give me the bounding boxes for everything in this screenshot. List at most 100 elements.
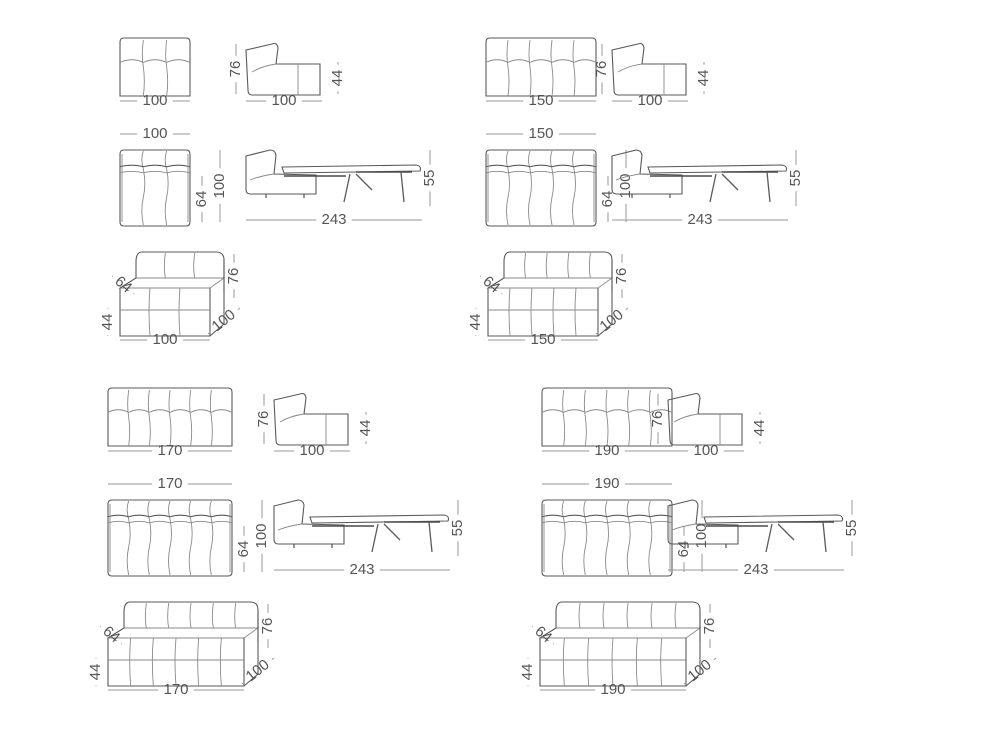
model-w150-bed-mattress: 55 [787,150,804,206]
model-w100-front-width: 100 [120,92,190,109]
model-w100-armchair-depth-label: 100 [271,92,296,109]
model-w190-armchair-height-label: 76 [649,411,666,428]
model-w100-armchair-height: 76 [227,44,244,94]
model-w170-front-open-seams [126,500,214,576]
model-w150-bed-side-frame [650,171,778,177]
model-w100-perspective-seat-front [119,288,211,337]
model-w190-persp-inner-line [531,625,555,645]
model-w170-persp-inner-line [99,625,123,645]
model-w150-armchair-height-label: 76 [593,61,610,78]
model-w170-perspective-side [243,610,259,687]
model-w170-persp-seat: 44 [87,658,104,686]
model-w100-bed-side [245,149,422,203]
model-w150-perspective-side [597,260,613,337]
model-w150-front-open-seams [506,150,576,226]
model-w190-perspective-seat-front [539,638,687,687]
model-w170-armchair-side-seams [279,413,327,445]
model-w190-persp-height: 76 [701,604,718,648]
model-w170-front-open-fold-line-2 [107,520,233,524]
model-w170-armchair-side [273,392,349,446]
model-w170-armchair-side-outline [273,392,349,446]
model-w100-perspective-seat-top [118,277,226,289]
model-w150-front-open [485,149,597,227]
model-w150-front-width: 150 [486,92,596,109]
model-w100-front-open-outline [119,149,191,227]
model-w190-persp-inner-label: 64 [531,623,555,647]
model-w170-persp-depth-line [241,657,275,685]
model-w150-armchair-seat-label: 44 [695,70,712,87]
model-w100-persp-inner-label: 64 [111,273,135,297]
model-w170-bed-height: 100 [253,500,270,572]
model-w100-persp-width: 100 [120,331,210,348]
model-w150-perspective-back [503,251,613,292]
model-w170-persp-height: 76 [259,604,276,648]
model-w170-bed-length: 243 [274,561,450,578]
model-w170-bed-mattress-label: 55 [449,520,466,537]
model-w170-front-closed-seams [127,389,213,447]
model-w100-bed-side-armchair [245,149,317,195]
model-w190-bed-inner: 64 [675,526,692,572]
model-w100-front-closed-outline [119,37,191,97]
model-w170-armchair-depth: 100 [274,442,350,459]
model-w100-persp-inner-line [111,275,135,295]
model-w150-persp-width: 150 [488,331,598,348]
model-w100-armchair-side-seams [251,63,299,95]
model-w190-front-closed-outline [541,387,673,447]
model-w170-front-open [107,499,233,577]
model-w100-bed-inner-label: 64 [193,191,210,208]
model-w190-front-open-seams [561,500,653,576]
model-w190-persp-inner: 64 [531,623,555,647]
model-w150-bed-height: 100 [617,150,634,222]
model-w170-persp-depth: 100 [241,656,275,685]
model-w170-bed-side-armchair [273,499,345,545]
model-w150-perspective-left [487,262,505,289]
model-w170-armchair-depth-label: 100 [299,442,324,459]
model-w150-persp-seat-label: 44 [467,314,484,331]
model-w190-armchair-depth-label: 100 [693,442,718,459]
model-w190-persp-depth: 100 [683,656,717,685]
model-w170-front-width: 170 [108,442,232,459]
model-w190-perspective-seams [540,602,686,687]
model-w170-bed-inner: 64 [235,526,252,572]
model-w100-bed-length-label: 243 [321,211,346,228]
model-w150-persp-inner-label: 64 [479,273,503,297]
model-w170-bed-side-frame [312,521,440,527]
model-w190-armchair-seat-label: 44 [751,420,768,437]
model-w100-persp-height-label: 76 [225,268,242,285]
model-w150-bed-side-feet [631,194,671,198]
model-w190-bed-width-label: 190 [594,475,619,492]
model-w150-bed-length-label: 243 [687,211,712,228]
model-w170-bed-side-seam [277,523,303,531]
model-w170-bed-length-label: 243 [349,561,374,578]
model-w100-bed-width: 100 [120,125,190,142]
model-w190-perspective-seat-top [538,627,702,639]
model-w100-front-width-label: 100 [142,92,167,109]
model-w190-bed-side-feet [687,544,727,548]
model-w150-armchair-seat: 44 [695,62,712,94]
model-w170-bed-width-label: 170 [157,475,182,492]
model-w170-bed-height-label: 100 [253,523,270,548]
model-w150-bed-inner-label: 64 [599,191,616,208]
model-w150-perspective-seat-top [486,277,614,289]
model-w190-front-width-label: 190 [594,442,619,459]
model-w150-front-open-fold-line-2 [485,170,597,174]
model-w170-armchair-height: 76 [255,394,272,444]
model-w190-front-open [541,499,673,577]
model-w150-bed-side [611,149,788,203]
model-w190-perspective-back [555,601,701,642]
model-w100-front-open-fold-line-2 [119,170,191,174]
model-w170-front-closed [107,387,233,447]
model-w170-front-open-edge [109,504,231,572]
model-w170-persp-height-label: 76 [259,618,276,635]
model-w170-persp-width-label: 170 [163,681,188,698]
model-w190-bed-mattress: 55 [843,500,860,556]
model-w170-persp-inner-label: 64 [99,623,123,647]
model-w150-persp-height: 76 [613,254,630,298]
model-w150-front-width-label: 150 [528,92,553,109]
model-w170-perspective [106,601,260,687]
model-w150-persp-width-label: 150 [530,331,555,348]
model-w150-persp-depth: 100 [595,306,629,335]
model-w170-bed-side-legs [371,521,433,553]
model-w100-persp-inner: 64 [111,273,135,297]
